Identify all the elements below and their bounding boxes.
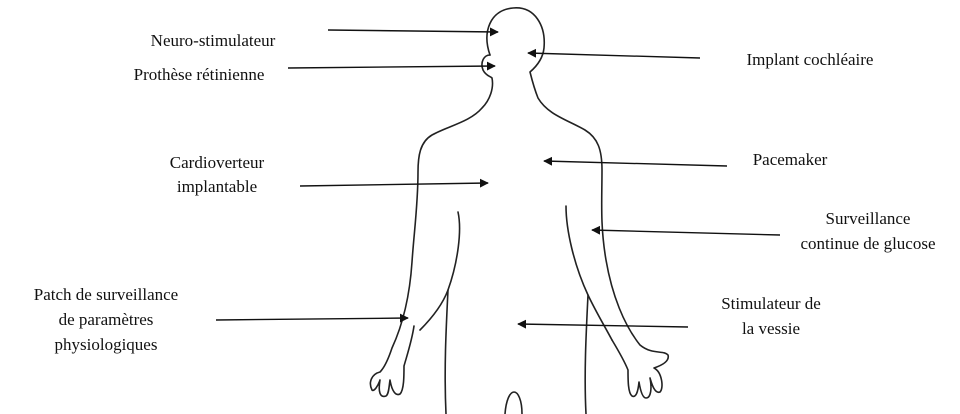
label-bladder-line2: la vessie xyxy=(742,319,800,338)
left-torso-outline xyxy=(370,55,492,396)
label-patch-line2: de paramètres xyxy=(59,310,154,329)
label-glucose-line2: continue de glucose xyxy=(800,234,935,253)
left-inner-arm xyxy=(420,212,460,330)
arrow-glucose xyxy=(592,230,780,235)
label-pacemaker: Pacemaker xyxy=(753,150,828,169)
arrow-retina xyxy=(288,66,495,68)
right-inner-arm xyxy=(566,206,612,340)
arrow-patch xyxy=(216,318,408,320)
label-patch-line3: physiologiques xyxy=(55,335,158,354)
labels: Neuro-stimulateur Prothèse rétinienne Im… xyxy=(34,31,936,354)
arrow-cardio xyxy=(300,183,488,186)
left-leg-outline xyxy=(445,290,448,414)
head-outline xyxy=(487,8,668,398)
arrow-cochlear xyxy=(528,53,700,58)
label-glucose-line1: Surveillance xyxy=(826,209,911,228)
arrow-pacemaker xyxy=(544,161,727,166)
label-retinal-prosthesis: Prothèse rétinienne xyxy=(134,65,265,84)
right-leg-outline xyxy=(585,295,588,414)
label-cochlear-implant: Implant cochléaire xyxy=(747,50,874,69)
label-bladder-line1: Stimulateur de xyxy=(721,294,821,313)
arrows xyxy=(216,30,780,327)
label-cardioverter-line1: Cardioverteur xyxy=(170,153,265,172)
label-cardioverter-line2: implantable xyxy=(177,177,257,196)
crotch-outline xyxy=(505,392,522,414)
label-patch-line1: Patch de surveillance xyxy=(34,285,178,304)
arrow-neuro xyxy=(328,30,498,32)
label-neuro-stimulator: Neuro-stimulateur xyxy=(151,31,276,50)
human-body-outline xyxy=(370,8,668,414)
